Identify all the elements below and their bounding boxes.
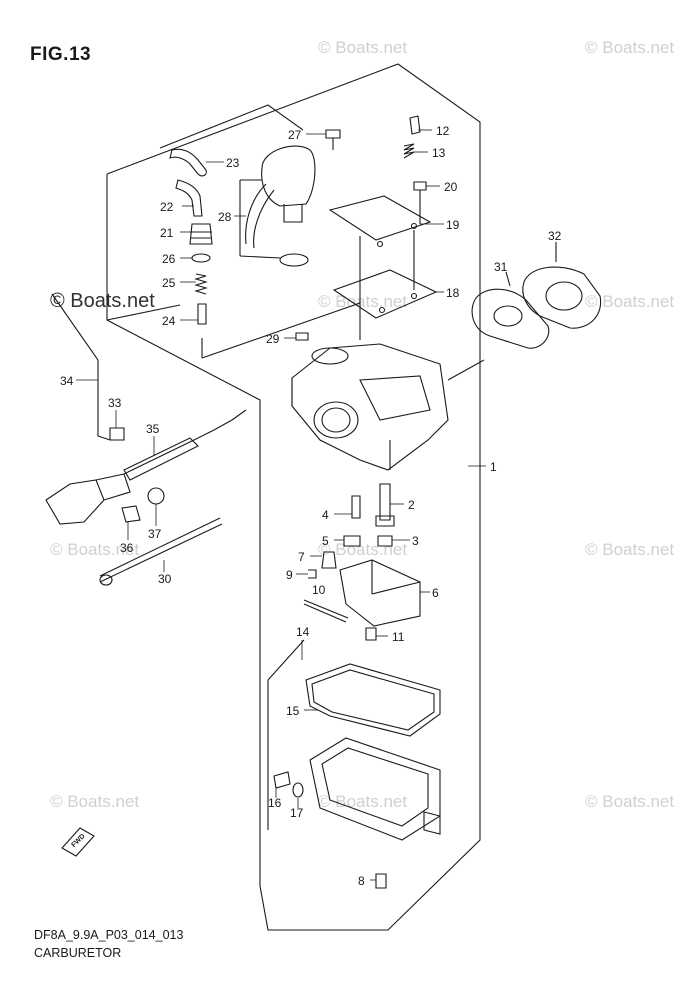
callout-23: 23 — [226, 156, 240, 170]
callout-30: 30 — [158, 572, 172, 586]
drain-screw-part — [273, 771, 291, 789]
diaphragm-cover-part — [328, 195, 432, 241]
intake-adaptor-part — [522, 266, 602, 329]
callout-20: 20 — [444, 180, 458, 194]
o-ring-part — [292, 782, 304, 798]
callout-14: 14 — [296, 625, 310, 639]
callout-10: 10 — [312, 583, 326, 597]
o-ring-part — [191, 253, 211, 263]
choke-rod-part — [51, 293, 111, 441]
carburetor-body-part — [291, 343, 449, 471]
callout-34: 34 — [60, 374, 74, 388]
screw-part — [325, 129, 341, 139]
callout-31: 31 — [494, 260, 508, 274]
callout-12: 12 — [436, 124, 450, 138]
callout-33: 33 — [108, 396, 122, 410]
jet-part — [377, 535, 393, 547]
screw-part — [413, 181, 427, 191]
float-chamber-gasket-part — [305, 663, 441, 737]
callout-8: 8 — [358, 874, 365, 888]
solenoid-part — [261, 145, 316, 207]
fuel-hose-part — [169, 148, 207, 177]
spring-part — [403, 143, 415, 159]
float-pin-part — [303, 599, 349, 619]
callout-9: 9 — [286, 568, 293, 582]
assembly-boundary-line — [106, 63, 481, 931]
choke-cable-part — [123, 409, 247, 475]
jet-part — [379, 483, 391, 521]
nut-part — [121, 505, 141, 523]
callout-21: 21 — [160, 226, 174, 240]
callout-32: 32 — [548, 229, 562, 243]
jet-part — [343, 535, 361, 547]
clip-part — [308, 569, 317, 579]
figure-name: CARBURETOR — [34, 946, 122, 960]
subassembly-boundary-line — [159, 104, 304, 149]
callout-28: 28 — [218, 210, 232, 224]
callout-36: 36 — [120, 541, 134, 555]
float-part — [339, 559, 421, 627]
callout-13: 13 — [432, 146, 446, 160]
fitting-part — [189, 223, 213, 245]
callout-26: 26 — [162, 252, 176, 266]
callout-27: 27 — [288, 128, 302, 142]
figure-title: FIG.13 — [30, 44, 92, 65]
callout-25: 25 — [162, 276, 176, 290]
callout-22: 22 — [160, 200, 174, 214]
throttle-rod-part — [99, 517, 221, 577]
jet-part — [351, 495, 361, 519]
clip-part — [109, 427, 125, 441]
callout-24: 24 — [162, 314, 176, 328]
callout-3: 3 — [412, 534, 419, 548]
callout-18: 18 — [446, 286, 460, 300]
callout-5: 5 — [322, 534, 329, 548]
callout-4: 4 — [322, 508, 329, 522]
callout-1: 1 — [490, 460, 497, 474]
gasket-part — [332, 269, 438, 319]
screw-part — [295, 332, 309, 341]
needle-valve-part — [321, 551, 337, 569]
screw-part — [375, 873, 387, 889]
screw-part — [365, 627, 377, 641]
callout-19: 19 — [446, 218, 460, 232]
callout-11: 11 — [392, 630, 405, 644]
callout-16: 16 — [268, 796, 282, 810]
callout-29: 29 — [266, 332, 280, 346]
screw-part — [409, 115, 421, 135]
callout-2: 2 — [408, 498, 415, 512]
gasket-part — [471, 288, 550, 349]
fwd-arrow — [61, 827, 95, 857]
callout-6: 6 — [432, 586, 439, 600]
callout-37: 37 — [148, 527, 162, 541]
spring-part — [194, 273, 208, 295]
callout-35: 35 — [146, 422, 160, 436]
fuel-hose-part — [175, 179, 203, 217]
callout-15: 15 — [286, 704, 300, 718]
needle-part — [197, 303, 207, 325]
drawing-code: DF8A_9.9A_P03_014_013 — [34, 928, 184, 942]
choke-knob-part — [45, 479, 105, 525]
callout-17: 17 — [290, 806, 304, 820]
callout-7: 7 — [298, 550, 305, 564]
o-ring-part — [279, 253, 309, 267]
float-chamber-part — [309, 737, 441, 841]
nut-part — [147, 487, 165, 505]
